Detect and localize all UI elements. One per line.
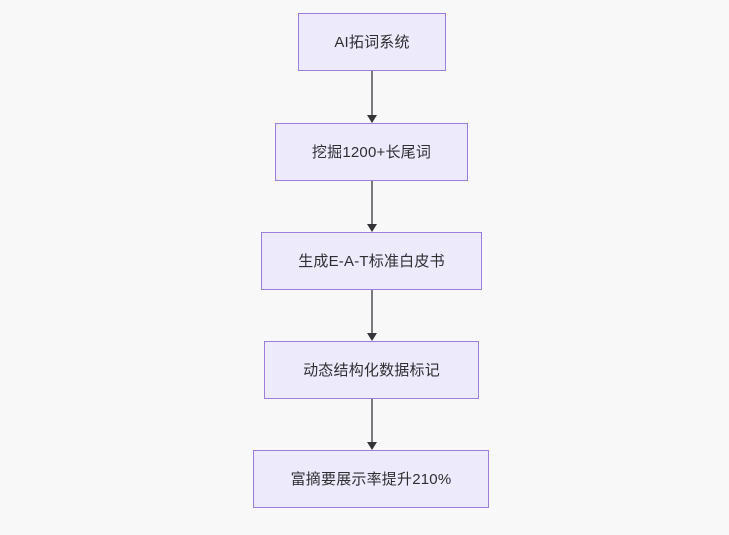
edge-line: [371, 181, 373, 225]
flow-node-label: 动态结构化数据标记: [303, 361, 440, 379]
flow-edge-n2-to-n3: [367, 181, 377, 232]
flow-edge-n3-to-n4: [367, 290, 377, 341]
flow-node-rich-snippet-rate-increase[interactable]: 富摘要展示率提升210%: [253, 450, 489, 508]
flow-edge-n1-to-n2: [367, 71, 377, 123]
arrow-down-icon: [367, 442, 377, 450]
arrow-down-icon: [367, 333, 377, 341]
flow-node-label: 富摘要展示率提升210%: [290, 470, 452, 488]
flow-node-generate-eat-whitepaper[interactable]: 生成E-A-T标准白皮书: [261, 232, 482, 290]
flow-node-mine-longtail-keywords[interactable]: 挖掘1200+长尾词: [275, 123, 468, 181]
flow-edge-n4-to-n5: [367, 399, 377, 450]
arrow-down-icon: [367, 224, 377, 232]
flow-node-label: 生成E-A-T标准白皮书: [298, 252, 445, 270]
edge-line: [371, 290, 373, 334]
flow-node-label: 挖掘1200+长尾词: [311, 143, 432, 161]
flow-node-dynamic-structured-data-markup[interactable]: 动态结构化数据标记: [264, 341, 479, 399]
edge-line: [371, 71, 373, 116]
flow-node-label: AI拓词系统: [334, 33, 410, 51]
arrow-down-icon: [367, 115, 377, 123]
edge-line: [371, 399, 373, 443]
flow-node-ai-keyword-system[interactable]: AI拓词系统: [298, 13, 446, 71]
